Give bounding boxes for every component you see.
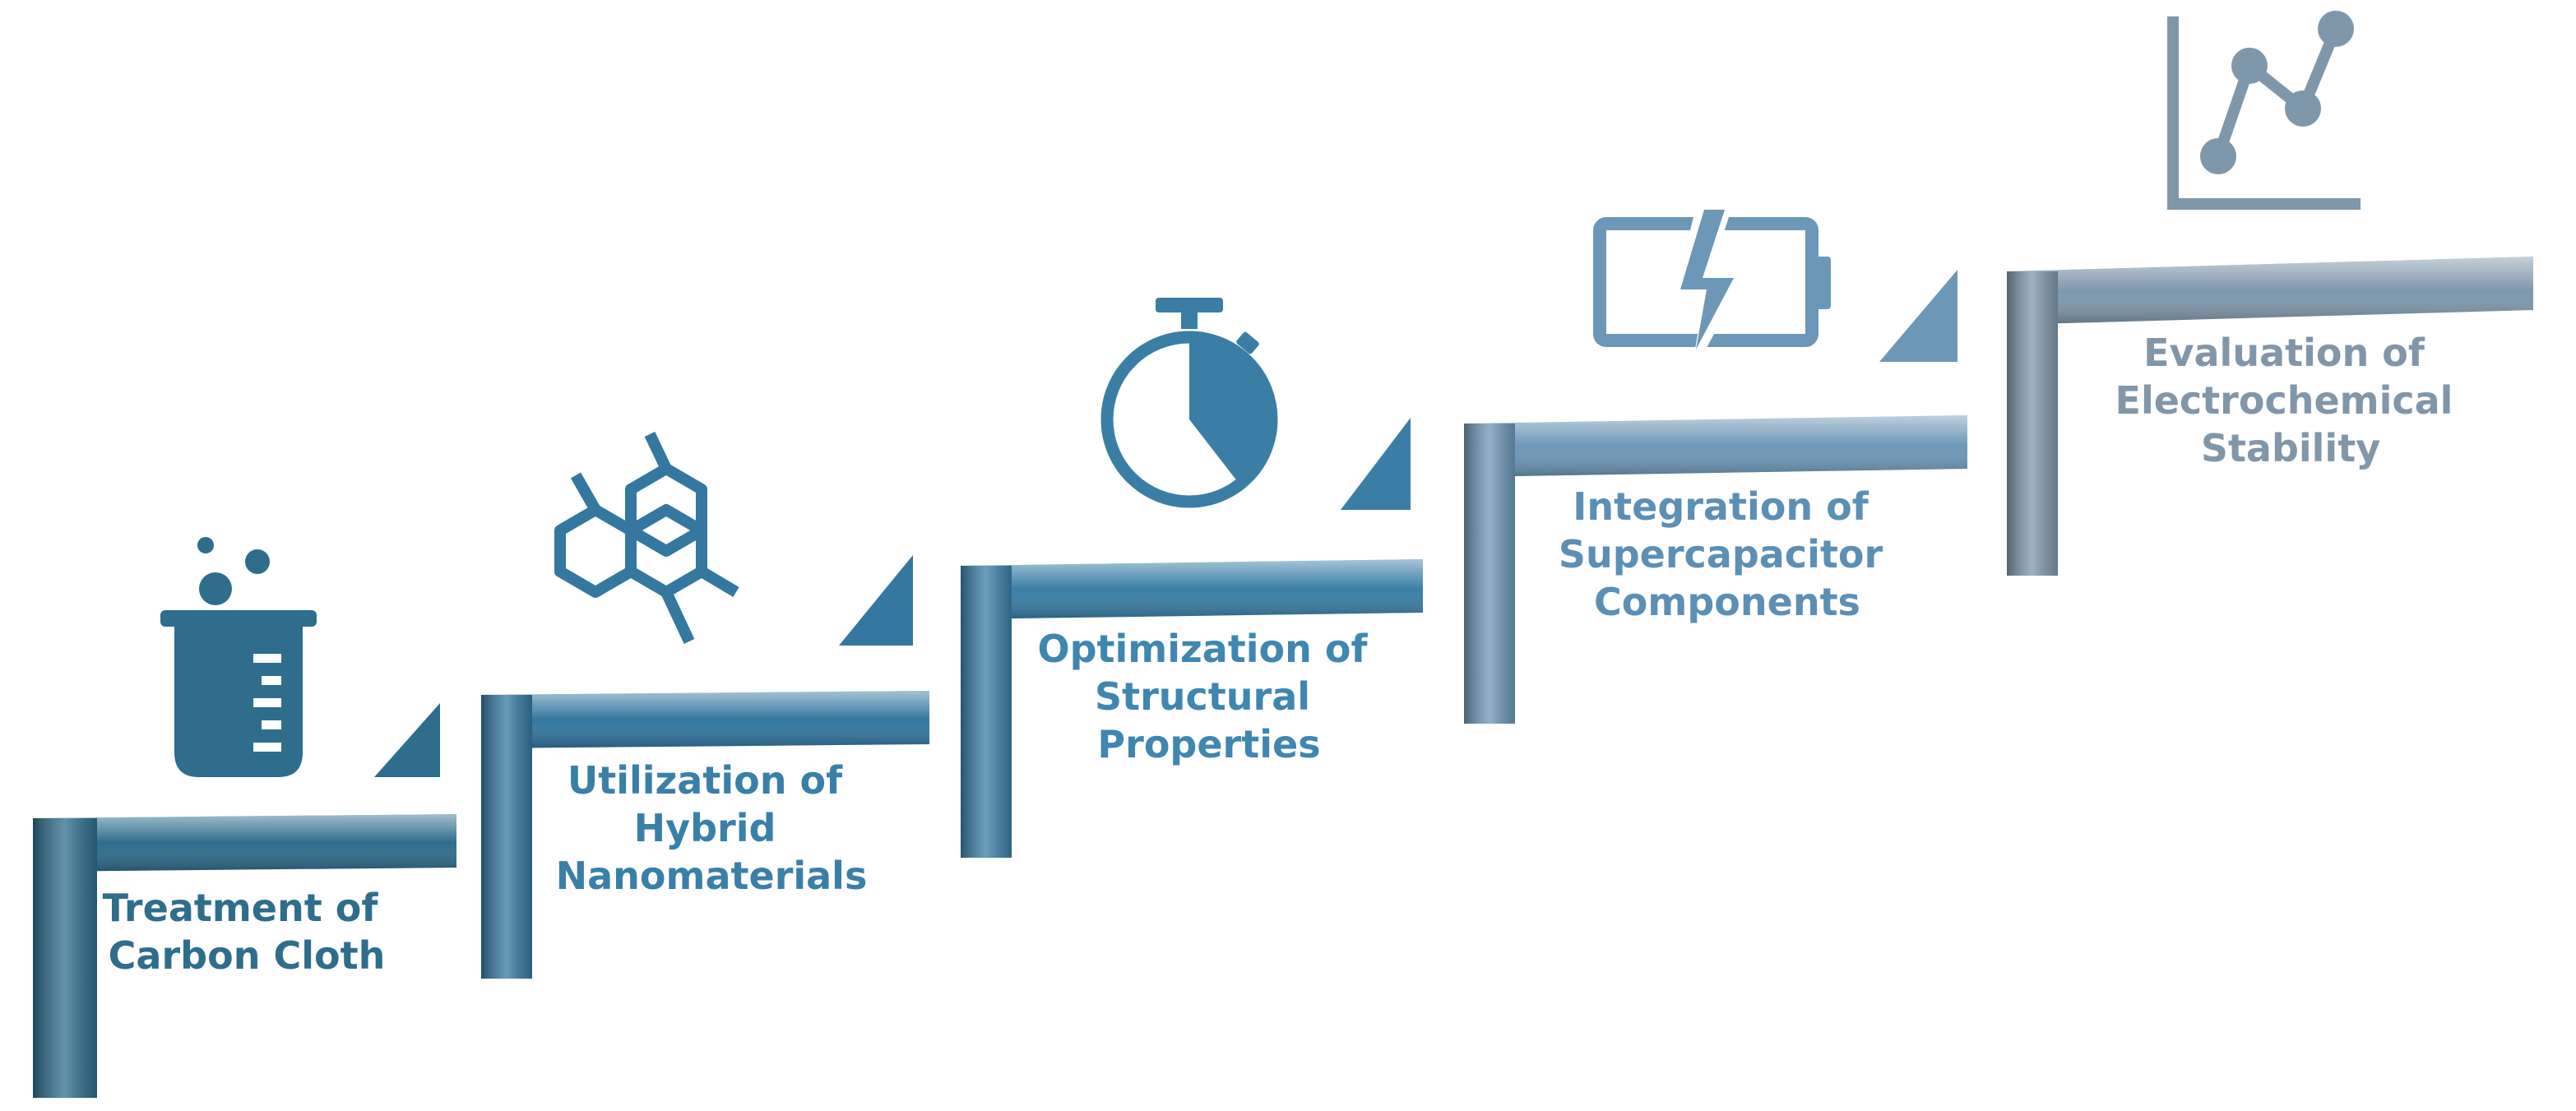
- step-1-triangle: [374, 703, 440, 777]
- step-4-bracket: [1464, 415, 1967, 724]
- step-1-label: Treatment of Carbon Cloth: [103, 886, 391, 978]
- step-4-label: Integration of Supercapacitor Components: [1559, 484, 1896, 624]
- battery-charging-icon: [1593, 197, 1831, 378]
- step-1: Treatment of Carbon Cloth: [33, 537, 456, 1098]
- beaker-icon: [160, 537, 317, 777]
- hexagon-molecule-icon: [554, 431, 739, 644]
- step-4: Integration of Supercapacitor Components: [1464, 197, 1967, 724]
- line-graph-icon: [2167, 11, 2361, 210]
- step-3-triangle: [1341, 418, 1411, 510]
- step-4-triangle: [1879, 270, 1957, 362]
- step-5: Evaluation of Electrochemical Stability: [2007, 11, 2533, 576]
- step-3-label: Optimization of Structural Properties: [1037, 627, 1380, 766]
- step-2-label: Utilization of Hybrid Nanomaterials: [556, 758, 868, 898]
- step-1-bracket: [33, 814, 456, 1098]
- step-2-triangle: [839, 555, 913, 646]
- step-2: Utilization of Hybrid Nanomaterials: [481, 431, 929, 979]
- step-3-bracket: [961, 559, 1423, 858]
- step-5-label: Evaluation of Electrochemical Stability: [2115, 331, 2467, 470]
- step-3: Optimization of Structural Properties: [961, 298, 1423, 858]
- stopwatch-icon: [1100, 298, 1278, 508]
- step-5-bracket: [2007, 257, 2533, 576]
- step-2-bracket: [481, 691, 929, 979]
